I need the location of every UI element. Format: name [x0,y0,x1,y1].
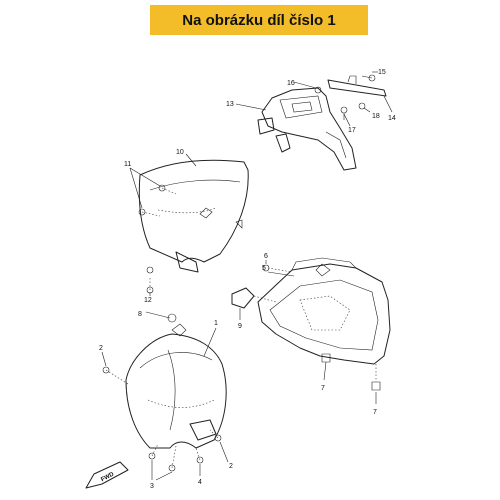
callout-2a: 2 [99,345,103,352]
callout-numbers: 1 2 2 3 4 5 6 7 7 8 9 10 11 12 13 14 15 … [99,69,396,490]
callout-11: 11 [124,161,131,168]
rear-bracket-assembly [257,74,387,171]
callout-2b: 2 [229,463,233,470]
fasteners [102,184,222,472]
callout-9: 9 [238,323,242,330]
leader-lines [101,71,393,481]
callout-5: 5 [262,265,266,272]
part-number-banner: Na obrázku díl číslo 1 [150,5,368,35]
callout-7b: 7 [373,409,377,416]
callout-10: 10 [176,149,184,156]
fwd-arrow: FWD [85,461,129,489]
callout-8: 8 [138,311,142,318]
callout-18: 18 [372,113,380,120]
fwd-label: FWD [100,471,115,483]
front-fender [125,313,227,449]
callout-1: 1 [214,320,218,327]
callout-15: 15 [378,69,386,76]
callout-6: 6 [264,253,268,260]
callout-4: 4 [198,479,202,486]
callout-14: 14 [388,115,396,122]
rear-fender [138,159,249,273]
callout-17: 17 [348,127,356,134]
callout-7a: 7 [321,385,325,392]
inner-fender-tray [231,257,391,391]
banner-text: Na obrázku díl číslo 1 [182,11,336,29]
callout-3: 3 [150,483,154,490]
callout-12: 12 [144,297,152,304]
callout-13: 13 [226,101,234,108]
callout-16: 16 [287,80,295,87]
